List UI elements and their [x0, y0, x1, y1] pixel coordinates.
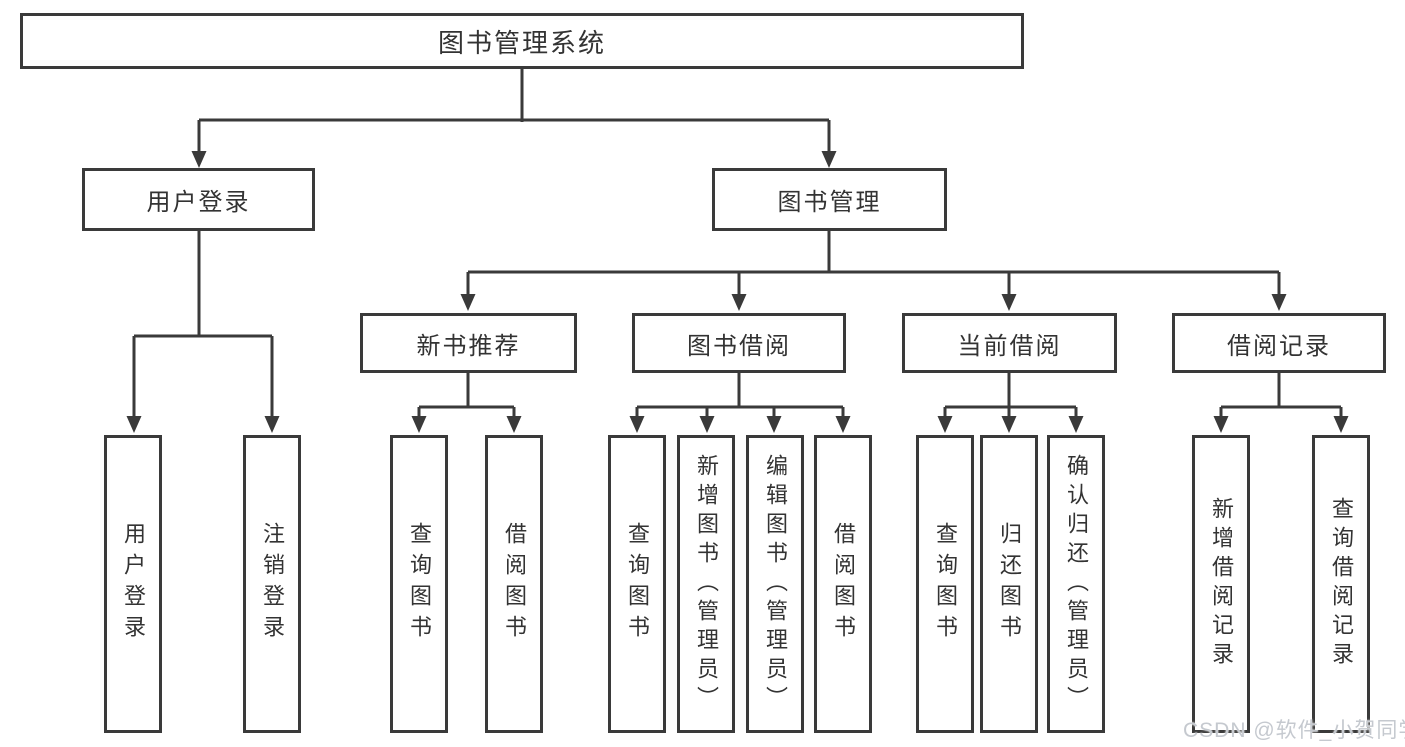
node-user-login: 用户登录 — [82, 168, 315, 231]
node-new-book-recommend: 新书推荐 — [360, 313, 577, 373]
leaf-query-borrow-record: 查询借阅记录 — [1312, 435, 1370, 733]
leaf-confirm-return-admin: 确认归还（管理员） — [1047, 435, 1105, 733]
node-library-system: 图书管理系统 — [20, 13, 1024, 69]
node-borrow-records: 借阅记录 — [1172, 313, 1386, 373]
leaf-edit-book-admin: 编辑图书（管理员） — [746, 435, 804, 733]
leaf-query-books-3: 查询图书 — [916, 435, 974, 733]
leaf-add-book-admin: 新增图书（管理员） — [677, 435, 735, 733]
leaf-borrow-books-1: 借阅图书 — [485, 435, 543, 733]
leaf-query-books-1: 查询图书 — [390, 435, 448, 733]
node-book-management: 图书管理 — [712, 168, 947, 231]
leaf-query-books-2: 查询图书 — [608, 435, 666, 733]
leaf-add-borrow-record: 新增借阅记录 — [1192, 435, 1250, 733]
leaf-borrow-books-2: 借阅图书 — [814, 435, 872, 733]
leaf-user-login: 用户登录 — [104, 435, 162, 733]
leaf-logout: 注销登录 — [243, 435, 301, 733]
csdn-watermark: CSDN @软件_小贺同学 — [1183, 719, 1405, 742]
leaf-return-book: 归还图书 — [980, 435, 1038, 733]
node-current-borrow: 当前借阅 — [902, 313, 1117, 373]
node-book-borrow: 图书借阅 — [632, 313, 846, 373]
